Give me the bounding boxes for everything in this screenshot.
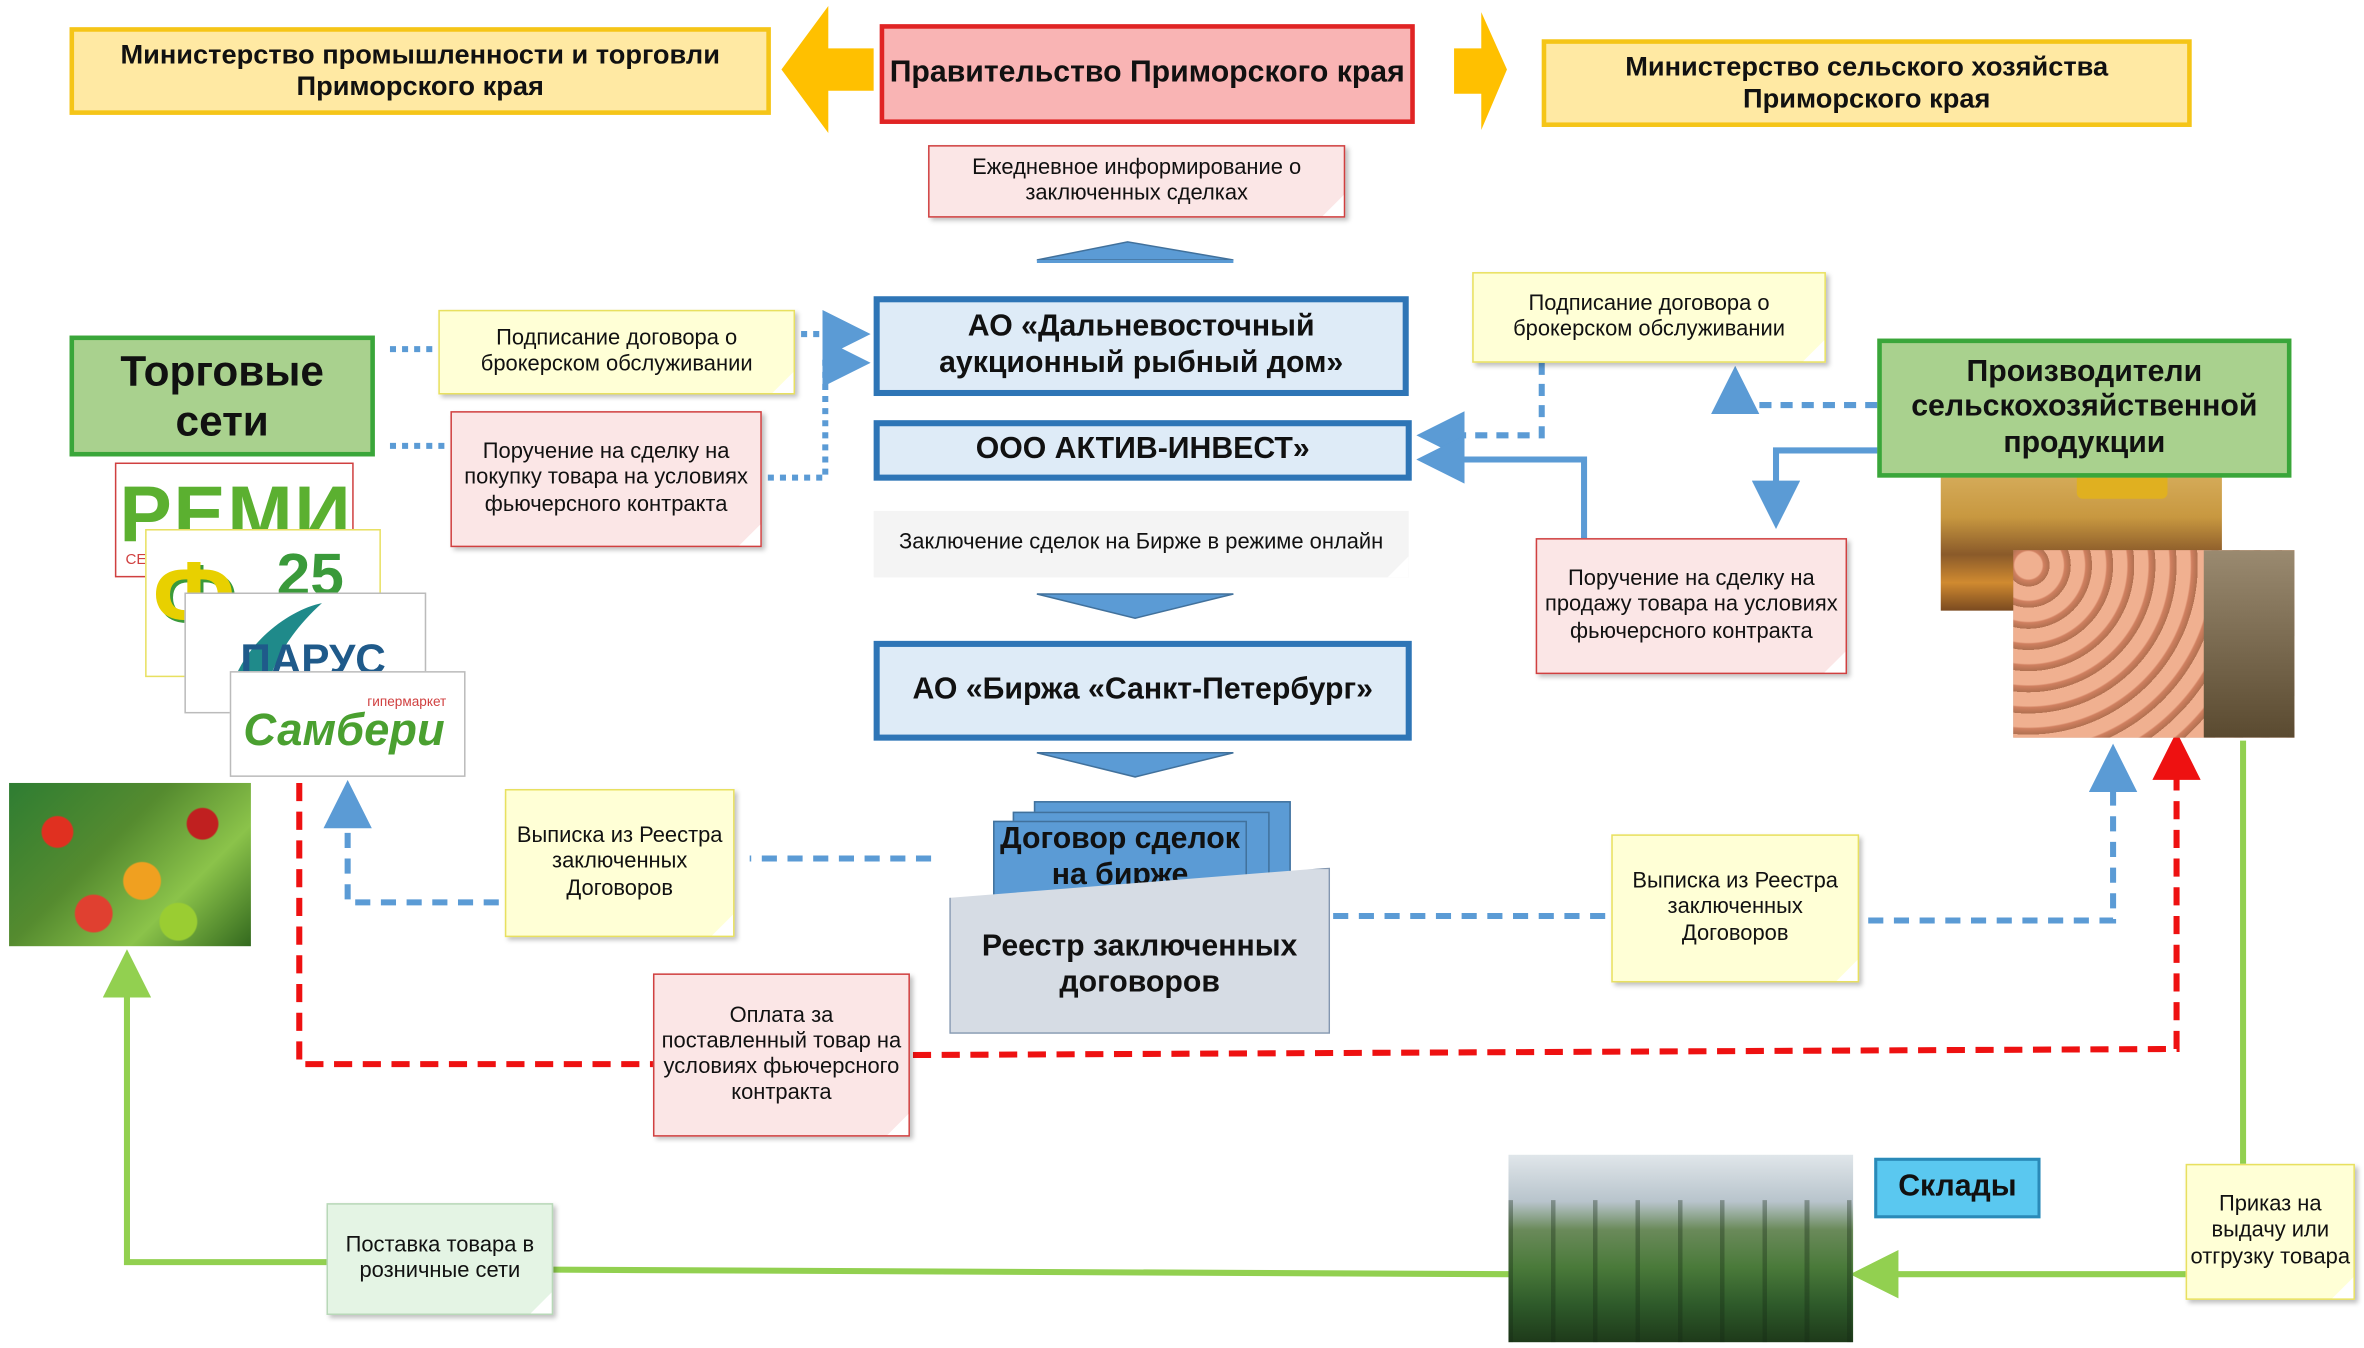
retail-label: Торговые сети — [120, 347, 324, 445]
yellow-arrow-right — [1454, 12, 1507, 130]
warehouses-label: Склады — [1898, 1170, 2017, 1204]
aktiv-invest-box: ООО АКТИВ-ИНВЕСТ» — [873, 420, 1412, 481]
note-broker-right-label: Подписание договора о брокерском обслужи… — [1513, 291, 1785, 342]
note-extract-left: Выписка из Реестра заключенных Договоров — [504, 789, 735, 938]
aktiv-invest-label: ООО АКТИВ-ИНВЕСТ» — [975, 432, 1310, 466]
producers-box: Производители сельскохозяйственной проду… — [1877, 338, 2292, 478]
note-online-deals: Заключение сделок на Бирже в режиме онла… — [873, 510, 1409, 578]
up-arrow-to-daily — [1036, 241, 1234, 261]
warehouse-photo — [1508, 1154, 1854, 1343]
logo-samberi: гипермаркет Самбери — [229, 671, 466, 777]
ministry-agriculture-box: Министерство сельского хозяйства Приморс… — [1541, 39, 2192, 127]
down-arrow-to-exchange — [1036, 593, 1234, 619]
note-extract-left-label: Выписка из Реестра заключенных Договоров — [516, 824, 723, 901]
registry-label: Реестр заключенных договоров — [981, 930, 1298, 1000]
note-extract-right-label: Выписка из Реестра заключенных Договоров — [1632, 869, 1838, 946]
exchange-label: АО «Биржа «Санкт-Петербург» — [912, 672, 1373, 707]
government-box: Правительство Приморского края — [879, 24, 1415, 124]
note-order-buy-label: Поручение на сделку на покупку товара на… — [464, 440, 748, 517]
retail-box: Торговые сети — [69, 335, 375, 457]
producers-label: Производители сельскохозяйственной проду… — [1911, 354, 2258, 460]
eggs-photo — [2013, 550, 2295, 738]
note-order-sell-label: Поручение на сделку на продажу товара на… — [1544, 567, 1838, 644]
parus-sail-icon — [231, 603, 322, 688]
yellow-arrow-left — [781, 6, 874, 134]
warehouses-box: Склады — [1874, 1157, 2041, 1219]
note-broker-right: Подписание договора о брокерском обслужи… — [1472, 272, 1826, 363]
vegetables-photo — [9, 782, 251, 947]
note-order-release: Приказ на выдачу или отгрузку товара — [2185, 1163, 2355, 1300]
logo-remi-sub: СЕ — [125, 551, 147, 569]
down-arrow-to-contract — [1036, 751, 1234, 778]
ministry-industry-box: Министерство промышленности и торговли П… — [69, 27, 771, 115]
auction-house-box: АО «Дальневосточный аукционный рыбный до… — [873, 296, 1409, 397]
note-delivery-label: Поставка товара в розничные сети — [345, 1233, 535, 1284]
auction-house-label: АО «Дальневосточный аукционный рыбный до… — [939, 310, 1344, 380]
note-order-sell: Поручение на сделку на продажу товара на… — [1535, 538, 1848, 675]
logo-samberi-text: Самбери — [243, 705, 445, 756]
note-broker-left-label: Подписание договора о брокерском обслужи… — [480, 326, 753, 377]
note-daily-info-label: Ежедневное информирование о заключенных … — [972, 155, 1302, 206]
ministry-industry-label: Министерство промышленности и торговли П… — [120, 38, 720, 102]
logo-samberi-sub: гипермаркет — [367, 693, 447, 709]
registry-box: Реестр заключенных договоров — [949, 867, 1331, 1034]
exchange-box: АО «Биржа «Санкт-Петербург» — [873, 640, 1412, 741]
ministry-agriculture-label: Министерство сельского хозяйства Приморс… — [1625, 51, 2109, 114]
note-daily-info: Ежедневное информирование о заключенных … — [928, 145, 1346, 218]
note-broker-left: Подписание договора о брокерском обслужи… — [438, 309, 796, 395]
note-delivery: Поставка товара в розничные сети — [326, 1203, 554, 1316]
conveyor-icon — [2203, 550, 2295, 738]
government-label: Правительство Приморского края — [889, 56, 1405, 90]
note-payment: Оплата за поставленный товар на условиях… — [652, 973, 910, 1137]
note-extract-right: Выписка из Реестра заключенных Договоров — [1611, 834, 1860, 983]
note-order-release-label: Приказ на выдачу или отгрузку товара — [2190, 1193, 2351, 1269]
note-payment-label: Оплата за поставленный товар на условиях… — [661, 1003, 902, 1106]
warehouse-racks-icon — [1508, 1200, 1854, 1343]
note-online-deals-label: Заключение сделок на Бирже в режиме онла… — [899, 531, 1384, 556]
note-order-buy: Поручение на сделку на покупку товара на… — [450, 411, 762, 548]
